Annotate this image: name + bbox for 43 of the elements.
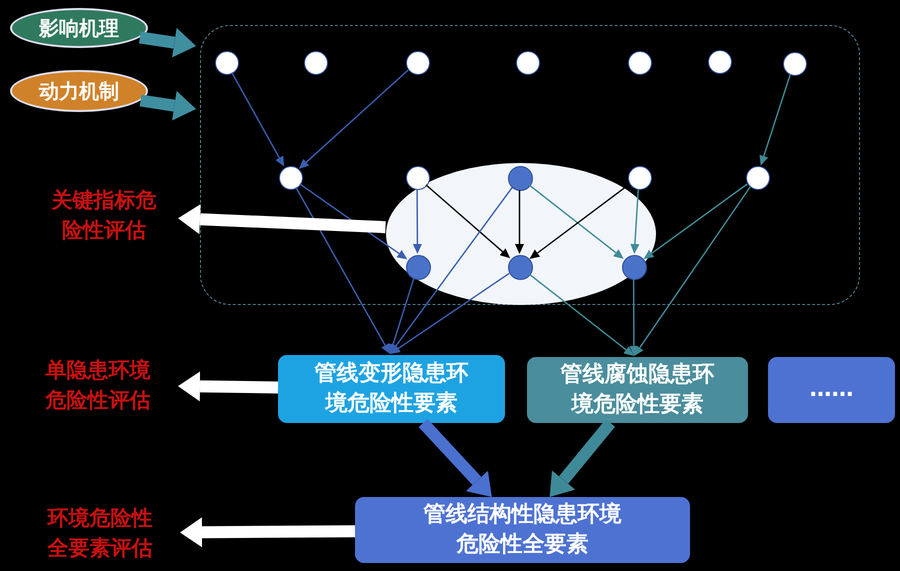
arrow	[178, 204, 386, 234]
circle-node	[628, 51, 652, 75]
circle-node	[215, 51, 239, 75]
arrow	[140, 90, 196, 121]
arrow	[412, 189, 422, 254]
process-box: 管线变形隐患环境危险性要素	[278, 355, 505, 423]
arrow	[760, 74, 791, 166]
arrow	[550, 419, 616, 497]
circle-node	[783, 52, 807, 76]
arrow	[515, 190, 524, 254]
arrow	[426, 184, 510, 258]
label-text: 关键指标危险性评估	[30, 182, 178, 248]
circle-node	[406, 51, 430, 75]
circle-node	[628, 166, 652, 190]
arrow	[388, 278, 414, 354]
process-box: 管线结构性隐患环境危险性全要素	[355, 497, 690, 563]
circle-node	[279, 166, 303, 190]
arrow	[390, 272, 510, 354]
circle-node	[516, 51, 540, 75]
arrow	[295, 187, 390, 354]
circle-node	[746, 166, 770, 190]
ellipse-shape	[386, 163, 656, 305]
arrow	[180, 517, 356, 548]
arrow	[178, 371, 278, 402]
arrow	[528, 274, 634, 356]
arrow	[231, 72, 284, 167]
arrow	[644, 183, 748, 260]
dashed-frame	[200, 25, 860, 305]
process-box: ……	[768, 357, 895, 423]
arrow	[629, 279, 638, 356]
label-text: 环境危险性全要素评估	[20, 500, 180, 566]
circle-node	[708, 50, 732, 74]
arrow	[298, 70, 409, 169]
process-box: 管线腐蚀隐患环境危险性要素	[527, 357, 748, 423]
circle-node	[304, 51, 328, 75]
arrow	[634, 186, 751, 356]
circle-node	[406, 166, 430, 190]
rounded-label: 影响机理	[10, 8, 148, 48]
arrow	[139, 28, 196, 58]
label-text: 单隐患环境危险性评估	[18, 352, 178, 418]
rounded-label: 动力机制	[10, 70, 148, 112]
arrow	[630, 188, 640, 254]
arrow	[418, 418, 492, 498]
